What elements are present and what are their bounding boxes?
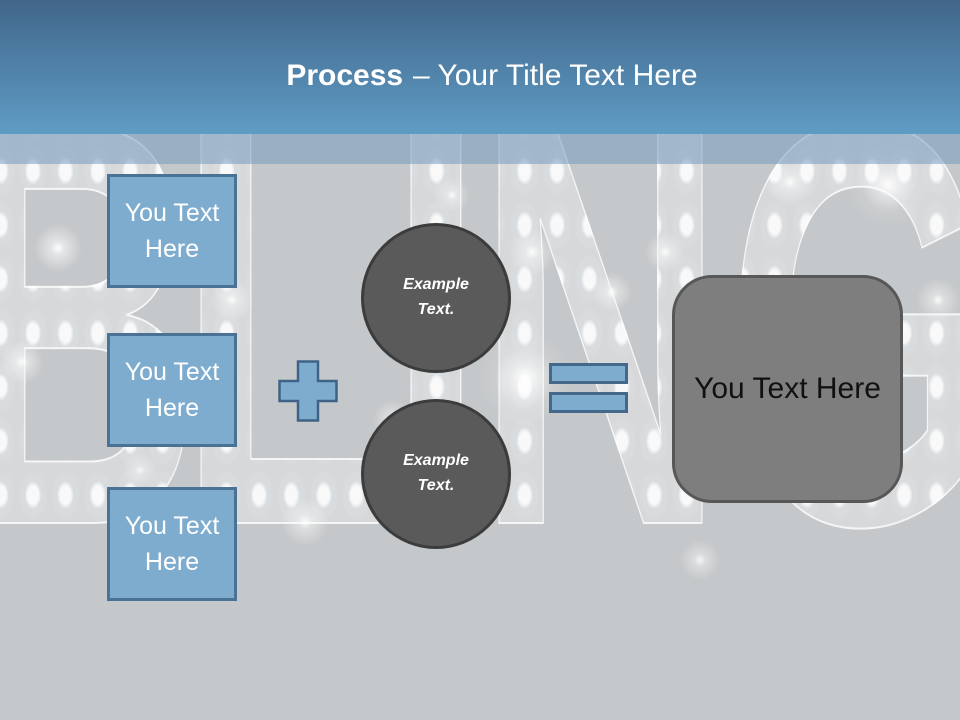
example-circle-2-label: Example Text. [403, 452, 469, 494]
equals-bar-top [549, 363, 628, 384]
slide-header: Process – Your Title Text Here [0, 0, 960, 134]
left-text-box-2: You Text Here [107, 333, 237, 447]
left-text-box-1: You Text Here [107, 174, 237, 288]
left-text-box-3: You Text Here [107, 487, 237, 601]
example-circle-2: Example Text. [361, 399, 511, 549]
header-accent-band [0, 134, 960, 164]
equals-bar-bottom [549, 392, 628, 413]
page-title: Process – Your Title Text Here [286, 59, 697, 93]
example-circle-1: Example Text. [361, 223, 511, 373]
result-box: You Text Here [672, 275, 903, 503]
equals-icon [549, 363, 628, 413]
page-title-bold: Process [286, 59, 404, 92]
page-title-regular: – Your Title Text Here [413, 59, 698, 92]
plus-icon [278, 360, 338, 422]
example-circle-1-label: Example Text. [403, 276, 469, 318]
